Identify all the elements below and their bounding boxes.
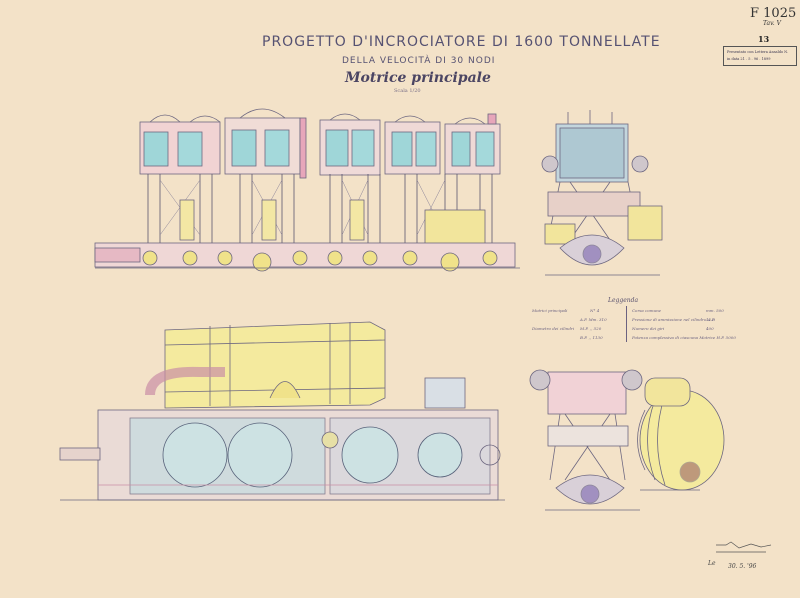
legend-right-value-1: 12.0 [706,317,715,322]
signature-date: 30. 5. '96 [728,563,757,570]
legend-left-value-1: A.P. Mm. 310 [580,317,607,322]
scale-label: Scala 1/20 [394,88,421,94]
tavola-label: Tav. V [763,20,781,27]
legend-title: Leggenda [608,297,639,304]
legend-right-label-3: Potenza complessiva di ciascuna Motrice … [632,335,736,340]
sheet-number: 13 [758,34,770,44]
legend-left-label-2: Diametro dei cilindri [532,326,575,331]
stamp-line-1: Presentato con Lettera Ansaldo N. [727,50,789,54]
legend-right-label-0: Corsa comune [632,308,662,313]
stamp-line-2: in data 21 . 5 . 96 . 1899 [727,57,771,61]
legend-right-label-2: Numero dei giri [632,326,665,331]
legend-divider [626,306,627,342]
signature-scribble [716,541,772,553]
plan-view [59,321,505,501]
legend-right-value-2: 400 [706,326,714,331]
end-view-lower [529,369,725,511]
end-view-upper [541,110,663,276]
legend-left-value-2: M.P. ,, 520 [580,326,602,331]
legend-left-value-3: B.P. ,, 1130 [580,335,603,340]
legend-left-value-0: N° 4 [590,308,600,313]
longitudinal-section [94,108,520,272]
drawing-title: PROGETTO D'INCROCIATORE DI 1600 TONNELLA… [262,34,661,50]
legend-right-label-1: Pressione di ammissione nel cilindro A.P… [632,317,715,322]
section-title: Motrice principale [345,70,491,86]
legend-left-label-0: Motrici principali [532,308,568,313]
inventory-number: F 1025 [750,6,797,21]
archive-stamp: Presentato con Lettera Ansaldo N. in dat… [723,46,797,66]
drawing-subtitle: DELLA VELOCITÀ DI 30 NODI [342,56,496,66]
legend-right-value-0: mm. 500 [706,308,724,313]
signature-prefix: Le [708,560,716,567]
